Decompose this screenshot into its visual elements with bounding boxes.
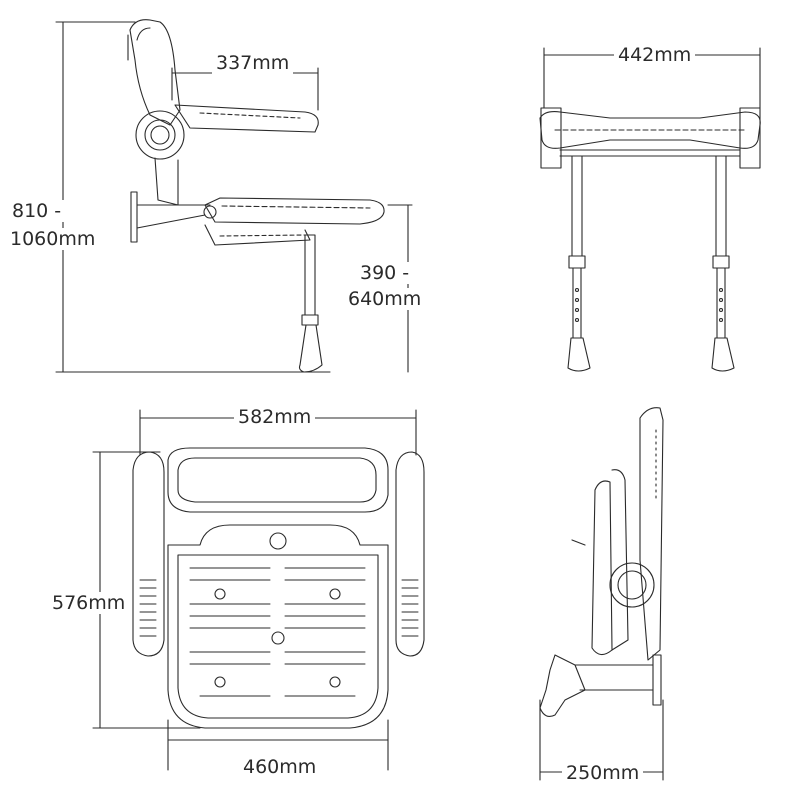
- seat-width-label: 582mm: [234, 406, 316, 428]
- front-right-foot: [711, 337, 735, 372]
- front-width-label: 442mm: [614, 44, 696, 66]
- wall-plate: [130, 191, 138, 243]
- folded-depth-label: 250mm: [562, 762, 644, 784]
- front-left-foot: [567, 337, 591, 372]
- top-right-arm: [395, 451, 425, 657]
- front-view: [539, 47, 761, 372]
- leg-foot: [298, 324, 323, 373]
- front-right-leg: [715, 155, 727, 257]
- armrest: [174, 104, 319, 133]
- folded-arm-pivot: [609, 562, 655, 608]
- folded-seat: [591, 480, 613, 656]
- folded-backrest: [639, 407, 664, 661]
- total-height-label-line1: 810 -: [8, 200, 106, 222]
- seat-height-label-line2: 640mm: [344, 288, 426, 310]
- folded-view: [539, 407, 664, 781]
- support-post: [154, 157, 179, 206]
- side-view: [55, 19, 413, 373]
- support-leg: [304, 234, 316, 316]
- top-backrest: [167, 447, 389, 513]
- arm-length-label: 337mm: [212, 52, 294, 74]
- top-left-arm: [132, 451, 165, 657]
- seat: [204, 197, 385, 225]
- front-seat: [539, 111, 761, 149]
- brand-logo-mark: [269, 532, 287, 550]
- folded-wall-plate: [652, 654, 662, 706]
- front-left-leg: [571, 155, 583, 257]
- seat-inner-width-label: 460mm: [239, 756, 321, 778]
- top-view: [92, 409, 425, 771]
- top-seat: [167, 524, 389, 729]
- arm-pivot: [135, 110, 185, 160]
- folded-leg: [539, 654, 586, 717]
- seat-height-label-line1: 390 -: [356, 262, 414, 284]
- seat-depth-label: 576mm: [48, 592, 130, 614]
- total-height-label-line2: 1060mm: [6, 228, 100, 250]
- backrest: [129, 19, 181, 126]
